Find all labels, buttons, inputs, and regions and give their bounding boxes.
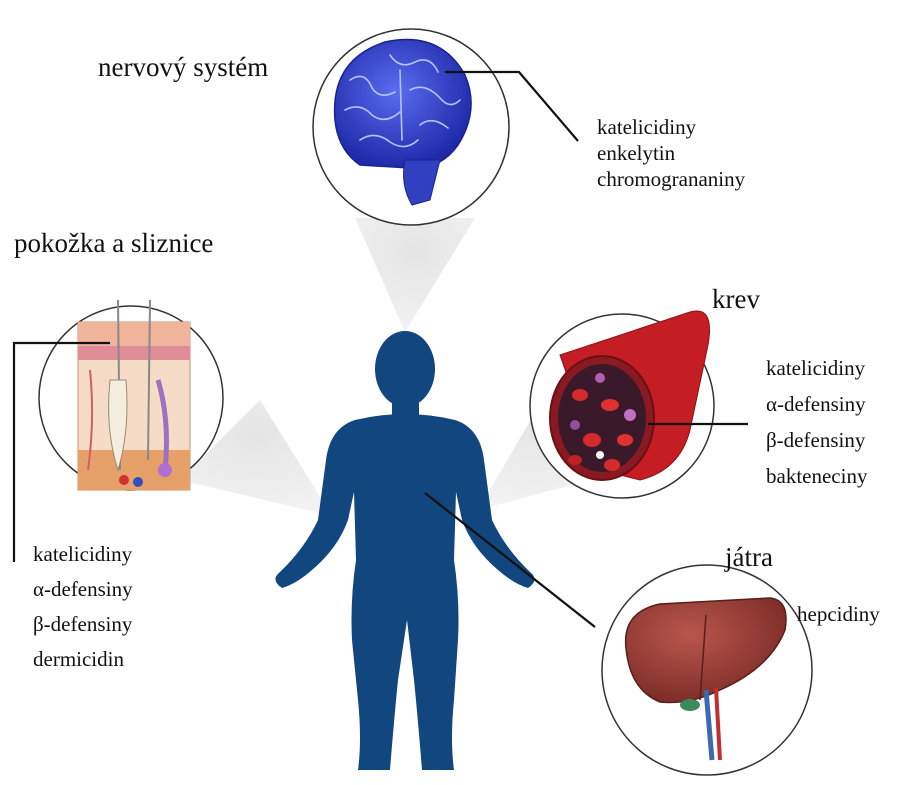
human-silhouette xyxy=(275,331,534,770)
skin-title: pokožka a sliznice xyxy=(14,228,213,259)
nervous-item: katelicidiny xyxy=(597,114,745,140)
nervous-system-title: nervový systém xyxy=(98,52,268,83)
skin-list: katelicidiny α-defensiny β-defensiny der… xyxy=(33,537,133,677)
skin-item: α-defensiny xyxy=(33,572,133,607)
liver-item: hepcidiny xyxy=(797,602,880,627)
blood-list: katelicidiny α-defensiny β-defensiny bak… xyxy=(766,350,867,494)
liver-title: játra xyxy=(725,542,773,573)
skin-item: dermicidin xyxy=(33,642,133,677)
skin-item: β-defensiny xyxy=(33,607,133,642)
blood-title: krev xyxy=(712,284,760,315)
liver-list: hepcidiny xyxy=(797,602,880,627)
nervous-cone xyxy=(355,218,475,332)
nervous-item: enkelytin xyxy=(597,140,745,166)
skin-cross-section-icon xyxy=(78,300,190,490)
blood-item: bakteneciny xyxy=(766,458,867,494)
blood-item: β-defensiny xyxy=(766,422,867,458)
blood-item: katelicidiny xyxy=(766,350,867,386)
blood-item: α-defensiny xyxy=(766,386,867,422)
nervous-item: chromogrananiny xyxy=(597,166,745,192)
nervous-system-list: katelicidiny enkelytin chromogrananiny xyxy=(597,114,745,192)
skin-item: katelicidiny xyxy=(33,537,133,572)
